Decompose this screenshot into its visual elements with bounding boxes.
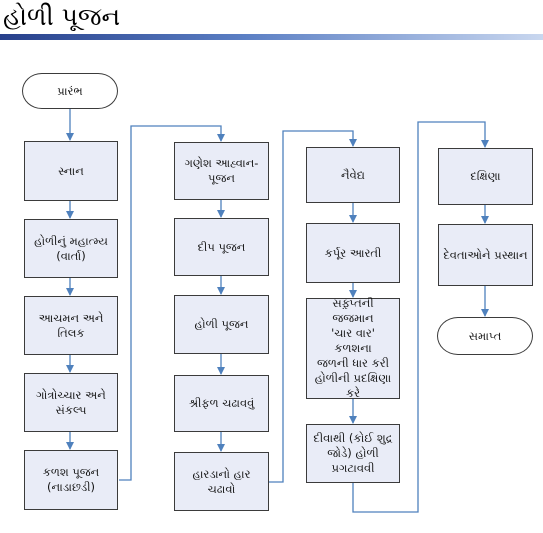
page-title: હોળી પૂજન bbox=[3, 2, 121, 31]
step-holi-story: હોળીનું મહાત્મ્ય (વાર્તા) bbox=[24, 219, 118, 278]
step-pradakshina: સફ઼્પ્તની જજમાન 'ચાર વાર' કળશના જળની ધાર… bbox=[306, 296, 400, 400]
step-deep-pujan: દીપ પૂજન bbox=[174, 218, 269, 276]
connector-col2-col3 bbox=[269, 130, 357, 483]
step-karpur-aarti: કર્પૂર આરતી bbox=[306, 223, 400, 283]
start-terminal: પ્રારંભ bbox=[22, 73, 118, 109]
step-ganesh-avahan: ગણેશ આહ્વાન- પૂજન bbox=[174, 142, 269, 200]
connector-col3-col4 bbox=[352, 121, 489, 513]
step-devta-prasthan: દેવતાઓને પ્રસ્થાન bbox=[438, 224, 533, 286]
step-kalash-pujan: કળશ પૂજન (નાડાછડી) bbox=[24, 450, 118, 510]
step-gotrochar-sankalp: ગોત્રોચ્ચાર અને સંકલ્પ bbox=[24, 373, 118, 432]
connector-col1-col2 bbox=[119, 125, 225, 481]
step-bath: સ્નાન bbox=[24, 141, 118, 201]
step-achaman-tilak: આચમન અને તિલક bbox=[24, 296, 118, 355]
step-holi-pujan: હોળી પૂજન bbox=[174, 295, 269, 354]
step-naivedya: નૈવેદ્ય bbox=[306, 147, 400, 203]
step-garland: હારડાનો હાર ચઢાવો bbox=[174, 452, 269, 511]
step-holi-lighting: દીવાથી (કોઈ શુદ્ર જોડે) હોળી પ્રગટાવવી bbox=[306, 424, 400, 483]
end-terminal: સમાપ્ત bbox=[437, 317, 533, 355]
step-dakshina: દક્ષિણા bbox=[438, 148, 533, 205]
title-underline-bar bbox=[0, 34, 543, 40]
step-shrifal: શ્રીફળ ચઢાવવું bbox=[174, 375, 269, 432]
